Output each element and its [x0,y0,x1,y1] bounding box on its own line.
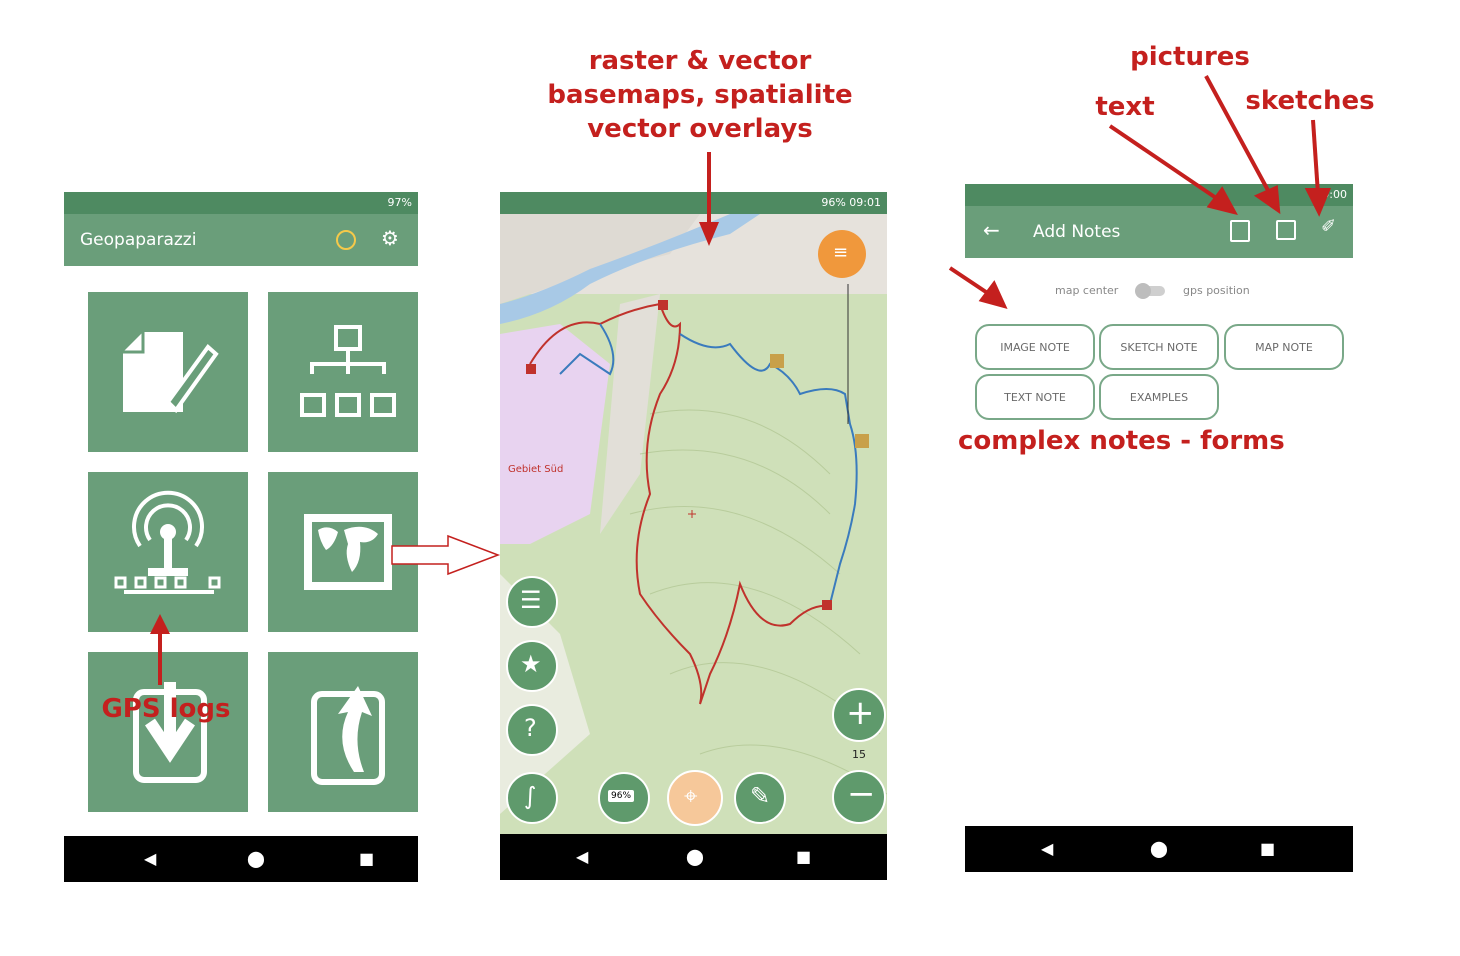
basemaps-arrow [699,152,719,246]
star-icon: ★ [520,650,542,678]
bookmarks-button[interactable]: ★ [506,640,558,692]
gps-logs-icon [114,490,221,594]
transition-arrow [391,534,501,576]
gear-icon[interactable]: ⚙ [381,226,399,250]
toggle-right-label: gps position [1183,284,1250,297]
map-canvas[interactable]: Gebiet Süd [500,214,887,834]
query-icon: ? [524,714,537,742]
zoom-level: 15 [852,748,866,761]
pencil-icon: ✎ [750,782,771,810]
measure-icon: ∫ [524,782,537,810]
recents-icon[interactable]: ■ [796,847,812,866]
gps-logs-label: GPS logs [101,694,231,724]
text-note-icon[interactable] [1230,220,1250,242]
menu-icon: ≡ [833,242,849,263]
minus-icon: − [847,774,876,814]
recents-icon[interactable]: ■ [1260,839,1276,858]
status-text: 96% 09:01 [821,196,881,209]
tile-projects[interactable] [268,292,418,452]
basemaps-line-3: vector overlays [587,114,813,144]
crosshair-icon: ⌖ [684,782,698,810]
battery-badge: 96% [608,790,635,802]
toggle-left-label: map center [1055,284,1119,297]
position-toggle[interactable] [1135,283,1165,299]
nav-bar: ◀ ⬤ ■ [64,836,418,882]
sketch-icon[interactable]: ✐ [1321,216,1337,237]
tile-gps-logs[interactable] [88,472,248,632]
project-tree-icon [300,325,396,417]
examples-button[interactable]: EXAMPLES [1099,374,1219,420]
map-layer [500,214,887,834]
zoom-in-button[interactable]: + [832,688,886,742]
import-icon [133,682,207,783]
notes-icon [123,332,219,414]
annotation-arrows [948,75,1331,310]
nav-bar: ◀ ⬤ ■ [500,834,887,880]
status-text: 97% [387,196,412,209]
home-screen: 97% Geopaparazzi ⚙ [64,192,418,882]
status-bar: 97% [64,192,418,214]
status-bar: 96% 09:01 [500,192,887,214]
zoom-out-button[interactable]: − [832,770,886,824]
text-note-button[interactable]: TEXT NOTE [975,374,1095,420]
page-title: Add Notes [1033,222,1121,242]
nav-bar: ◀ ⬤ ■ [965,826,1353,872]
menu-fab[interactable]: ≡ [818,230,866,278]
app-bar: Geopaparazzi ⚙ [64,214,418,266]
home-icon[interactable]: ⬤ [247,849,265,868]
app-bar: ← Add Notes ✐ [965,206,1353,258]
forms-label: complex notes - forms [958,426,1285,456]
tile-export[interactable] [268,652,418,812]
image-note-button[interactable]: IMAGE NOTE [975,324,1095,370]
layers-icon: ☰ [520,586,542,614]
recents-icon[interactable]: ■ [359,849,375,868]
add-notes-screen: 09:00 ← Add Notes ✐ map center gps posit… [965,184,1353,872]
layers-button[interactable]: ☰ [506,576,558,628]
tile-notes[interactable] [88,292,248,452]
back-icon[interactable]: ◀ [576,847,589,866]
plus-icon: + [846,693,875,733]
picture-icon[interactable] [1276,220,1296,240]
home-icon[interactable]: ⬤ [686,847,704,866]
map-screen: 96% 09:01 Gebiet Süd [500,192,887,880]
map-area-label: Gebiet Süd [508,464,564,475]
back-icon[interactable]: ◀ [1041,839,1054,858]
text-label: text [1095,92,1155,122]
sketch-note-button[interactable]: SKETCH NOTE [1099,324,1219,370]
gps-logs-arrow [150,614,170,685]
sketches-label: sketches [1245,86,1375,116]
basemaps-label: raster & vector basemaps, spatialite vec… [520,44,880,146]
home-icon[interactable]: ⬤ [1150,839,1168,858]
gps-icon[interactable] [336,230,356,250]
app-title: Geopaparazzi [80,230,197,250]
add-note-button[interactable]: ✎ [734,772,786,824]
query-button[interactable]: ? [506,704,558,756]
toggle-knob [1135,283,1151,299]
back-arrow-icon[interactable]: ← [983,218,1000,242]
measure-button[interactable]: ∫ [506,772,558,824]
map-icon [304,514,392,590]
tile-import[interactable] [88,652,248,812]
battery-button[interactable]: 96% [598,772,650,824]
back-icon[interactable]: ◀ [144,849,157,868]
pictures-label: pictures [1130,42,1250,72]
center-gps-button[interactable]: ⌖ [667,770,723,826]
map-note-button[interactable]: MAP NOTE [1224,324,1344,370]
basemaps-line-1: raster & vector [588,46,812,76]
basemaps-line-2: basemaps, spatialite [547,80,853,110]
export-icon [311,686,385,785]
